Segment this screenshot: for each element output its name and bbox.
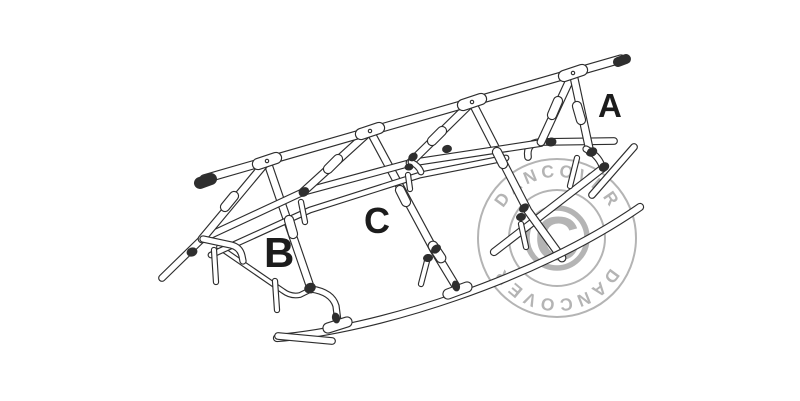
- clamp-corner4-upper: [586, 147, 598, 157]
- corner1-brace-fill: [217, 245, 312, 298]
- clamp-rail-tee1: [331, 312, 341, 324]
- corner1-stub-2-fill: [273, 279, 279, 312]
- clamp-corner4-lower: [598, 162, 610, 172]
- clamp-leg1: [304, 282, 316, 294]
- rafter4-sleeve-fill: [548, 97, 562, 119]
- part-labels: A B C: [264, 87, 622, 276]
- ridge-cap-left: [194, 173, 217, 189]
- label-c: C: [364, 200, 390, 241]
- clamp-leg2-lower: [423, 253, 433, 263]
- base-rail-bar-fill: [275, 333, 335, 344]
- leg3-stub-fill: [519, 222, 528, 249]
- rafter1-sleeve-fill: [221, 192, 238, 211]
- clamp-rail-tee2: [451, 280, 461, 292]
- rafter3-sleeve-fill: [428, 127, 446, 145]
- leg2-stub-fill: [419, 259, 429, 286]
- label-b: B: [264, 229, 294, 276]
- clamp-purlin: [442, 144, 452, 154]
- corner1-elbow-fill: [200, 236, 246, 264]
- clamp-corner3-lower: [404, 163, 414, 171]
- corner3-elbow-fill: [408, 159, 424, 175]
- rafter2-sleeve-fill: [324, 155, 342, 173]
- leg1-sleeve-fill: [285, 216, 297, 238]
- watermark-outer-ring: [477, 158, 637, 318]
- leg2-sleeve-fill: [396, 186, 410, 206]
- ridge-cap-right: [613, 54, 631, 67]
- clamp-leg2-upper: [431, 244, 441, 254]
- corner3-stub-fill: [406, 173, 412, 191]
- dancover-watermark: DANCOVER DANCOVER C: [477, 158, 637, 318]
- rail-tee-1-fill: [323, 317, 352, 333]
- leg1-elbow-fill: [308, 286, 341, 325]
- clamp-leg3-upper: [519, 203, 529, 213]
- corner2-stub-fill: [299, 200, 307, 224]
- leg3-sleeve-fill: [493, 148, 507, 168]
- far-eave-pole-fill: [491, 165, 606, 255]
- corner1-stub-fill: [212, 248, 218, 284]
- clamp-corner2: [298, 187, 310, 197]
- bolt-hole-4: [570, 70, 576, 76]
- clamp-gable-bar: [545, 137, 557, 147]
- label-a: A: [598, 87, 622, 124]
- far-rafter-leg-3-fill: [468, 98, 566, 262]
- gable-diagonal-pole-fill: [589, 144, 637, 198]
- clamp-corner3-upper: [408, 152, 418, 162]
- gable-rafter-sleeve-fill: [573, 102, 585, 124]
- eave-purlin-secondary-fill: [208, 155, 509, 258]
- bolt-hole-3: [469, 99, 475, 105]
- clamp-corner1: [186, 247, 198, 257]
- bolt-hole-2: [367, 128, 373, 134]
- clamp-fittings: [186, 137, 610, 324]
- corner4-stub-fill: [568, 156, 579, 188]
- clamp-leg3-lower: [516, 212, 526, 222]
- pole-end-caps: [194, 54, 631, 189]
- connector-bolts: [264, 70, 576, 164]
- bolt-hole-1: [264, 158, 270, 164]
